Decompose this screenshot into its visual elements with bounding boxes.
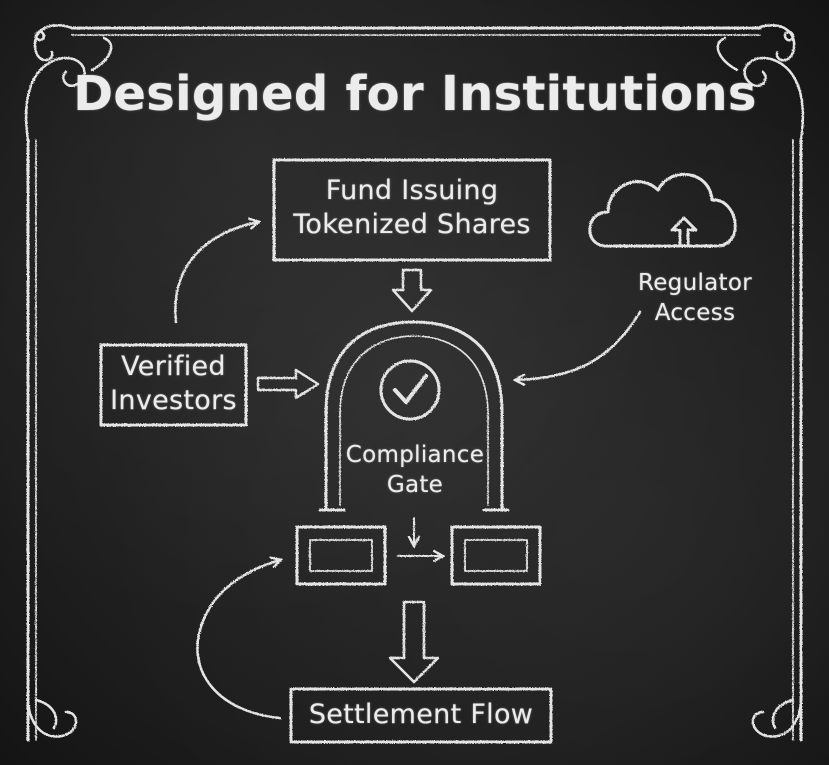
verified-investors-box bbox=[99, 343, 248, 427]
corner-flourish-bottom-right bbox=[751, 688, 803, 738]
page-title: Designed for Institutions bbox=[73, 66, 757, 122]
fund-issuing-label: Fund Issuing Tokenized Shares bbox=[274, 174, 550, 242]
settlement-flow-label: Settlement Flow bbox=[308, 699, 534, 730]
regulator-to-gate-arrow bbox=[516, 310, 642, 380]
regulator-access-line-1: Regulator bbox=[637, 270, 752, 296]
fund-to-gate-arrow bbox=[391, 268, 433, 313]
regulator-access-line-2: Access bbox=[654, 300, 736, 326]
investors-to-fund-arrow bbox=[174, 222, 258, 324]
source-account-box bbox=[295, 525, 387, 586]
frame-border bbox=[26, 26, 803, 742]
fund-issuing-line-1: Fund Issuing bbox=[325, 175, 499, 206]
compliance-gate-line-1: Compliance bbox=[345, 442, 485, 468]
fund-issuing-line-2: Tokenized Shares bbox=[293, 209, 531, 240]
compliance-gate bbox=[318, 320, 510, 512]
settlement-flow-box bbox=[289, 687, 553, 744]
checkmark-icon bbox=[379, 359, 441, 421]
verified-investors-line-1: Verified bbox=[121, 351, 226, 382]
fund-issuing-box bbox=[272, 158, 552, 262]
cloud-upload-icon bbox=[588, 173, 737, 248]
verified-investors-label: Verified Investors bbox=[101, 350, 246, 418]
corner-flourish-top-left bbox=[24, 24, 113, 142]
flow-to-settlement-arrow bbox=[388, 600, 440, 684]
investors-to-gate-arrow bbox=[256, 368, 320, 400]
compliance-gate-line-2: Gate bbox=[386, 472, 444, 498]
compliance-gate-label: Compliance Gate bbox=[330, 440, 500, 500]
corner-flourish-top-right bbox=[716, 24, 805, 142]
regulator-access-label: Regulator Access bbox=[620, 268, 770, 328]
settlement-loop-arrow bbox=[196, 560, 280, 720]
destination-account-box bbox=[450, 525, 542, 586]
verified-investors-line-2: Investors bbox=[110, 385, 237, 416]
corner-flourish-bottom-left bbox=[26, 688, 78, 738]
